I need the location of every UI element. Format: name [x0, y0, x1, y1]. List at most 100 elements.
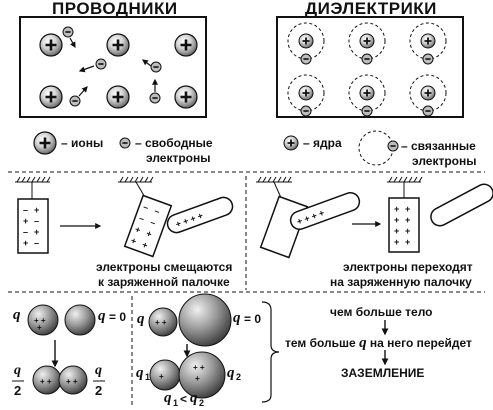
svg-text:–: – [34, 216, 39, 226]
inequality-q2-sub: 2 [199, 398, 205, 408]
ion-icon [38, 84, 64, 110]
zero-label: = 0 [244, 312, 262, 326]
bound-atom-icon [288, 75, 324, 116]
svg-text:+: + [405, 226, 410, 236]
unequal-spheres: + + + + + + [148, 293, 280, 403]
ion-icon [105, 84, 131, 110]
charged-plate-hanging [388, 197, 420, 253]
half-denominator: 2 [95, 383, 103, 398]
q2-label: q [227, 365, 235, 381]
conductor-caption-2: к заряженной палочке [98, 275, 230, 289]
free-electron-icon [149, 78, 161, 104]
svg-text:+: + [145, 228, 153, 239]
svg-text:+: + [23, 216, 28, 226]
free-electrons-label-2: электроны [146, 151, 211, 165]
svg-text:–: – [23, 227, 28, 237]
large-neutral-sphere [178, 293, 232, 347]
grounding-label: ЗАЗЕМЛЕНИЕ [341, 366, 425, 380]
q-label: q [13, 307, 21, 323]
svg-text:+: + [23, 238, 28, 248]
conductors-title: ПРОВОДНИКИ [52, 0, 178, 18]
svg-text:+ +: + + [34, 316, 46, 325]
dielectrics-panel [276, 16, 464, 118]
ground-hatch-icon [256, 176, 292, 183]
svg-text:–: – [34, 238, 39, 248]
q1-label: q [136, 365, 144, 381]
nucleus-legend-icon [283, 135, 299, 151]
neutral-plate [17, 198, 49, 254]
svg-text:+: + [34, 205, 39, 215]
bound-electrons-label-1: – связанные [401, 139, 476, 153]
inequality-sign: < [180, 392, 188, 406]
bound-electrons-label-2: электроны [412, 154, 477, 168]
ion-legend-icon [32, 130, 58, 156]
bound-atom-icon [288, 23, 324, 64]
brace-icon [261, 301, 280, 403]
svg-text:+: + [159, 372, 164, 381]
ion-icon [173, 84, 199, 110]
svg-text:–: – [138, 213, 146, 224]
svg-text:+ +: + + [40, 377, 52, 386]
zero-q-label: q [233, 310, 241, 326]
bound-electron-legend-icon [358, 130, 399, 166]
free-electron-icon [69, 86, 88, 107]
ion-icon [38, 32, 64, 58]
nuclei-label: – ядра [303, 136, 342, 150]
q-label: q [137, 311, 145, 327]
ground-hatch-icon [15, 176, 51, 183]
free-electron-icon [62, 26, 76, 49]
svg-text:+: + [405, 204, 410, 214]
svg-text:+: + [394, 215, 399, 225]
svg-text:–: – [23, 205, 28, 215]
ion-icon [173, 32, 199, 58]
dielectrics-title: ДИЭЛЕКТРИКИ [305, 0, 437, 18]
inequality-q2: q [190, 390, 198, 406]
dielectric-experiment: + + + + ++ ++ ++ ++ [256, 176, 493, 259]
bound-atom-icon [349, 23, 385, 64]
conclusion-q: q [359, 335, 367, 351]
dielectric-caption-2: на заряженную палочку [330, 275, 472, 289]
free-electron-icon [142, 59, 162, 73]
conductor-experiment: –+ +– –+ +– –– –– ++ ++ + + + + [15, 176, 234, 258]
conclusion-line-1: чем больше тело [330, 305, 433, 319]
free-electron-icon [78, 58, 107, 73]
conductor-caption-1: электроны смещаются [96, 260, 233, 274]
bound-atom-icon [349, 75, 385, 116]
dielectric-caption-1: электроны переходят [343, 260, 473, 274]
conclusion-line-2-post: на него перейдет [369, 336, 472, 350]
half-numerator: q [14, 363, 21, 378]
svg-text:+: + [134, 224, 142, 235]
charged-rod: + + + + [289, 192, 361, 230]
half-numerator: q [95, 363, 102, 378]
conclusion-line-2: тем больше q на него перейдет [285, 336, 472, 351]
svg-text:+: + [394, 204, 399, 214]
svg-text:–: – [153, 206, 161, 217]
discharged-rod [430, 183, 493, 227]
q2-subscript: 2 [236, 372, 242, 382]
svg-text:+: + [394, 226, 399, 236]
conclusion-line-2-pre: тем больше [285, 336, 356, 350]
ions-label: – ионы [61, 136, 104, 150]
small-charged-sphere: + + [148, 307, 178, 337]
conductors-box [19, 16, 207, 118]
svg-text:+ +: + + [66, 377, 78, 386]
charged-sphere: + + + [27, 304, 59, 336]
zero-q-label: q [98, 308, 106, 324]
inequality-q1-sub: 1 [173, 398, 179, 408]
neutral-sphere [64, 304, 96, 336]
svg-text:–: – [142, 202, 150, 213]
ion-icon [105, 32, 131, 58]
bound-atom-icon [410, 23, 446, 64]
svg-text:+: + [37, 323, 42, 332]
free-electron-legend-icon [119, 137, 131, 149]
svg-text:+: + [394, 237, 399, 247]
svg-text:+: + [141, 239, 149, 250]
inequality-q1: q [164, 390, 172, 406]
svg-text:+: + [129, 235, 137, 246]
shared-spheres: + + + + [32, 365, 88, 395]
svg-text:+: + [405, 237, 410, 247]
ground-hatch-icon [118, 176, 154, 183]
svg-text:+: + [34, 227, 39, 237]
conductors-panel [19, 16, 207, 118]
